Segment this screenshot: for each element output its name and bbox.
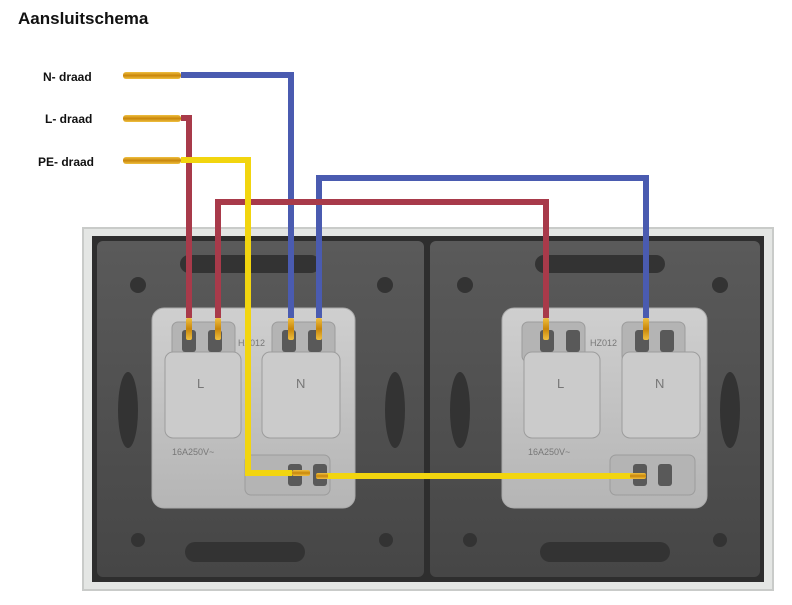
l-wire-label: L- draad: [45, 112, 93, 126]
left-model-text: HZ012: [238, 338, 265, 348]
live-wires: [181, 115, 549, 318]
left-socket-module: HZ012 L N 16A250V~: [151, 307, 356, 509]
left-rating-text: 16A250V~: [172, 447, 214, 457]
n-wire-label: N- draad: [43, 70, 92, 84]
right-socket-module: HZ012 L N 16A250V~: [501, 307, 708, 509]
pe-wire-label: PE- draad: [38, 155, 95, 169]
diagram-title: Aansluitschema: [18, 9, 149, 28]
terminal-wire-ends: [186, 318, 649, 479]
earth-wires: [181, 157, 637, 479]
neutral-wires: [181, 72, 649, 318]
right-rating-text: 16A250V~: [528, 447, 570, 457]
left-terminal-n: N: [296, 376, 305, 391]
left-terminal-l: L: [197, 376, 204, 391]
right-model-text: HZ012: [590, 338, 617, 348]
right-terminal-l: L: [557, 376, 564, 391]
incoming-wire-ends: [123, 72, 181, 164]
right-terminal-n: N: [655, 376, 664, 391]
